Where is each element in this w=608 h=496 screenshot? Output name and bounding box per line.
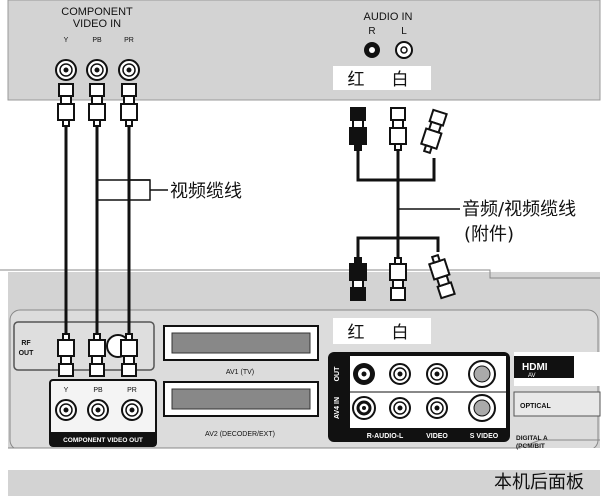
comp-label-pb: PB xyxy=(93,387,103,394)
unit-plug-red xyxy=(349,257,367,301)
s-video-label: S VIDEO xyxy=(470,433,499,440)
jack-label-pb: PB xyxy=(92,37,102,44)
av-cable-accessory-label: (附件) xyxy=(464,224,514,245)
tv-plug-video xyxy=(418,108,449,156)
unit-jack-pr[interactable] xyxy=(121,399,143,421)
video-cable-label: 视频缆线 xyxy=(170,181,242,202)
tv-audio-jack-l[interactable] xyxy=(395,41,413,59)
component-cable xyxy=(57,83,168,377)
digital-label-1: DIGITAL A xyxy=(516,435,548,442)
out-jack-l[interactable] xyxy=(389,363,411,385)
av4-in-label: AV4 IN xyxy=(334,397,341,419)
jack-label-y: Y xyxy=(64,37,69,44)
tv-audio-jack-r[interactable] xyxy=(364,42,380,58)
comp-label-pr: PR xyxy=(127,387,137,394)
video-label: VIDEO xyxy=(426,433,448,440)
in-jack-svideo[interactable] xyxy=(468,394,496,422)
tv-jack-pr[interactable] xyxy=(118,59,140,81)
out-jack-video[interactable] xyxy=(426,363,448,385)
in-jack-video[interactable] xyxy=(426,397,448,419)
hdmi-label: HDMI xyxy=(522,362,548,373)
unit-plug-y xyxy=(57,333,75,377)
tv-plug-red xyxy=(349,107,367,151)
hdmi-av-label: AV xyxy=(528,373,536,379)
av-cable xyxy=(349,107,460,301)
rf-out-label-2: OUT xyxy=(19,350,35,357)
tv-plug-y xyxy=(57,83,75,127)
unit-rear-panel-caption: 本机后面板 xyxy=(494,472,584,493)
av2-label: AV2 (DECODER/EXT) xyxy=(205,431,275,438)
tv-plug-pb xyxy=(88,83,106,127)
audio-label-l: L xyxy=(401,26,407,37)
tv-color-label-box xyxy=(333,66,431,90)
unit-color-red: 红 xyxy=(348,323,365,343)
out-label: OUT xyxy=(334,366,341,382)
unit-plug-pb xyxy=(88,333,106,377)
unit-plug-white xyxy=(389,257,407,301)
in-jack-l[interactable] xyxy=(389,397,411,419)
unit-color-white: 白 xyxy=(392,323,409,343)
tv-rear-panel: COMPONENT VIDEO IN Y PB PR AUDIO IN R L … xyxy=(7,0,601,101)
tv-jack-pb[interactable] xyxy=(86,59,108,81)
out-jack-r[interactable] xyxy=(353,363,375,385)
scart-av2[interactable] xyxy=(163,381,319,417)
tv-plug-white xyxy=(389,107,407,151)
rf-out-label-1: RF xyxy=(21,340,31,347)
out-jack-svideo[interactable] xyxy=(468,360,496,388)
unit-plug-pr xyxy=(120,333,138,377)
tv-color-white: 白 xyxy=(392,70,409,90)
av-cable-label: 音频/视频缆线 xyxy=(462,199,576,220)
component-title-line2: VIDEO IN xyxy=(73,18,121,30)
optical-label: OPTICAL xyxy=(520,403,551,410)
jack-label-pr: PR xyxy=(124,37,134,44)
tv-color-red: 红 xyxy=(348,70,365,90)
r-audio-l-label: R-AUDIO-L xyxy=(367,433,404,440)
panel-bottom-strip xyxy=(8,448,600,470)
tv-jack-y[interactable] xyxy=(55,59,77,81)
unit-rear-panel: RF OUT AV1 (TV) AV2 (DECODER/EXT) Y PB P… xyxy=(0,269,601,496)
component-title-line1: COMPONENT xyxy=(61,6,133,18)
unit-jack-y[interactable] xyxy=(55,399,77,421)
audio-label-r: R xyxy=(368,26,375,37)
in-jack-r[interactable] xyxy=(352,396,376,420)
digital-label-2: (PCM/BIT xyxy=(516,443,545,450)
tv-plug-pr xyxy=(120,83,138,127)
comp-label-y: Y xyxy=(64,387,69,394)
audio-in-title: AUDIO IN xyxy=(364,11,413,23)
unit-color-label-box xyxy=(333,318,431,344)
unit-jack-pb[interactable] xyxy=(87,399,109,421)
scart-av1[interactable] xyxy=(163,325,319,361)
component-out-label: COMPONENT VIDEO OUT xyxy=(63,437,143,444)
av1-label: AV1 (TV) xyxy=(226,369,254,376)
